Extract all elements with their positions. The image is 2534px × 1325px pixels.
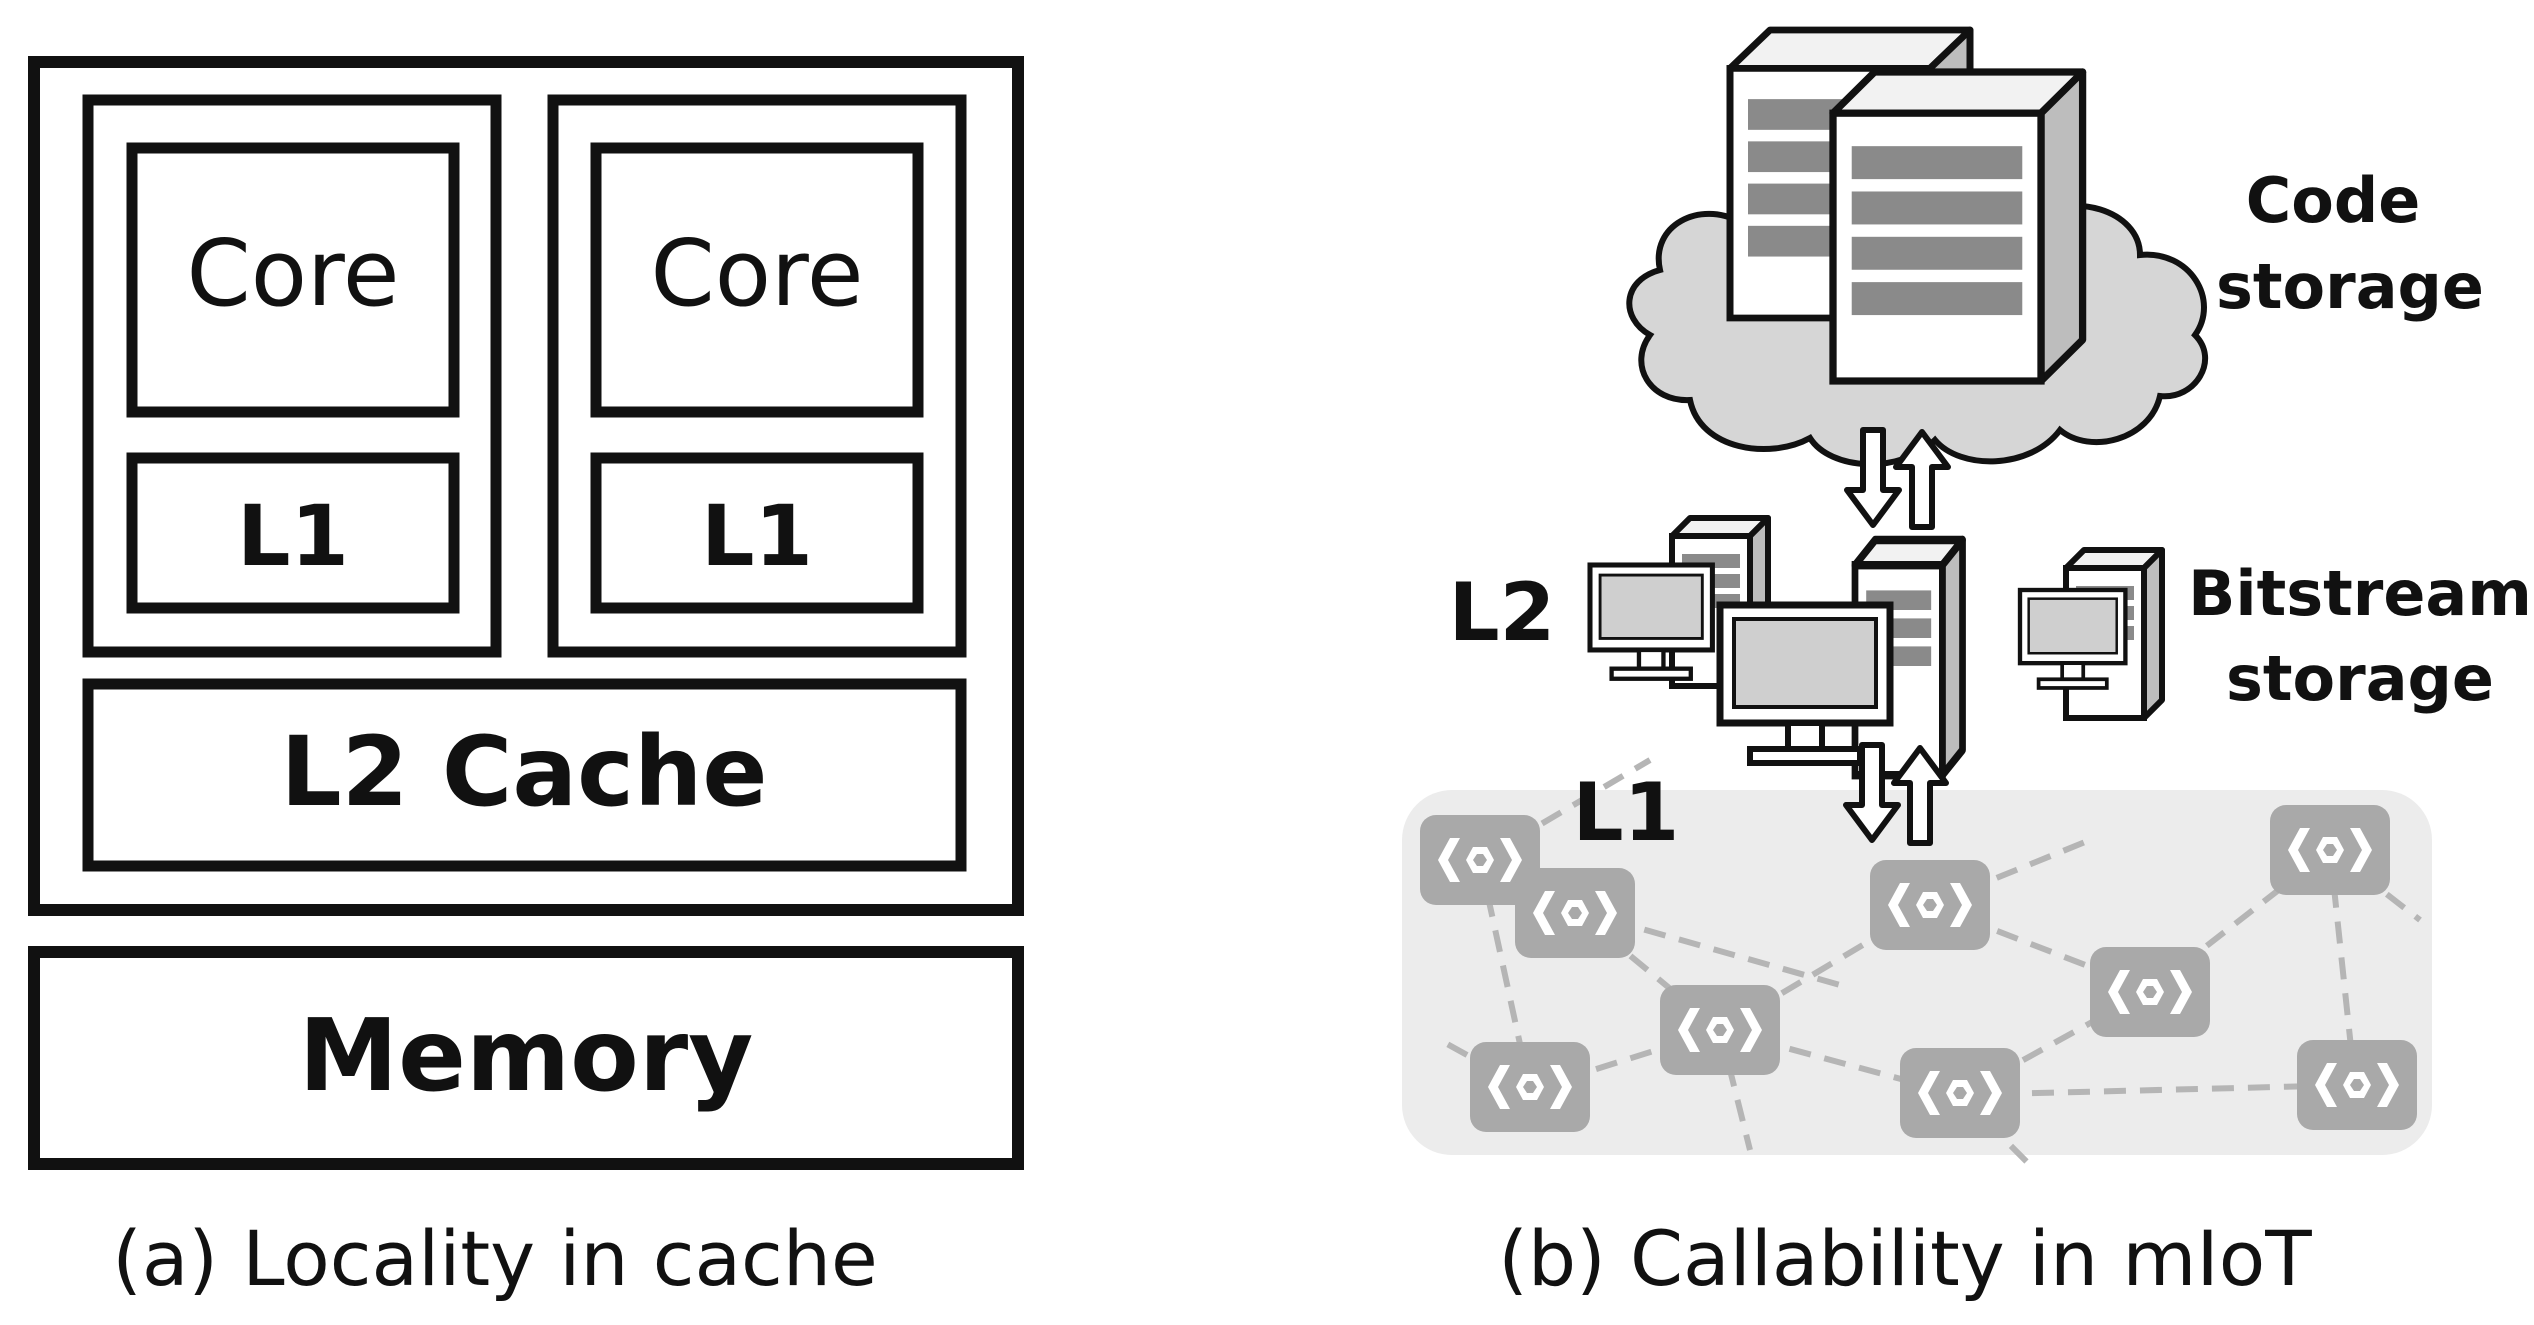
core-label-left: Core xyxy=(187,220,400,327)
panel-a-cache-hierarchy: Core L1 Core L1 L2 Cache Memory (a) Loca… xyxy=(28,56,1024,1303)
l1-label-left: L1 xyxy=(237,487,349,585)
iot-device-icon xyxy=(2270,805,2390,895)
iot-device-icon xyxy=(1900,1048,2020,1138)
bitstream-storage-label-line2: storage xyxy=(2226,642,2494,715)
iot-device-icon xyxy=(1470,1042,1590,1132)
l1-label: L1 xyxy=(1573,766,1680,859)
l2-cache-label: L2 Cache xyxy=(281,716,768,828)
bitstream-storage-label-line1: Bitstream xyxy=(2188,557,2532,630)
server-icon xyxy=(1833,72,2083,381)
code-storage-label-line2: storage xyxy=(2216,250,2484,323)
panel-b-miot: Code storage L2 Bitstream storage L1 (b)… xyxy=(1402,30,2532,1303)
l2-label: L2 xyxy=(1449,566,1556,659)
l2-cache-box xyxy=(82,678,967,872)
l1-box-left xyxy=(126,452,460,614)
memory-label: Memory xyxy=(299,997,754,1114)
code-storage-label-line1: Code xyxy=(2246,164,2421,237)
core-box-left xyxy=(126,142,460,418)
l1-box-right xyxy=(590,452,924,614)
iot-device-icon xyxy=(1515,868,1635,958)
l1-label-right: L1 xyxy=(701,487,813,585)
iot-device-icon xyxy=(2090,947,2210,1037)
memory-box xyxy=(28,946,1024,1170)
iot-device-icon xyxy=(2297,1040,2417,1130)
caption-a: (a) Locality in cache xyxy=(112,1214,878,1303)
caption-b: (b) Callability in mIoT xyxy=(1498,1214,2312,1303)
core-label-right: Core xyxy=(651,220,864,327)
core-box-right xyxy=(590,142,924,418)
edge-cluster xyxy=(1590,518,2162,775)
iot-device-icon xyxy=(1870,860,1990,950)
iot-device-icon xyxy=(1660,985,1780,1075)
iot-field xyxy=(1402,790,2432,1155)
